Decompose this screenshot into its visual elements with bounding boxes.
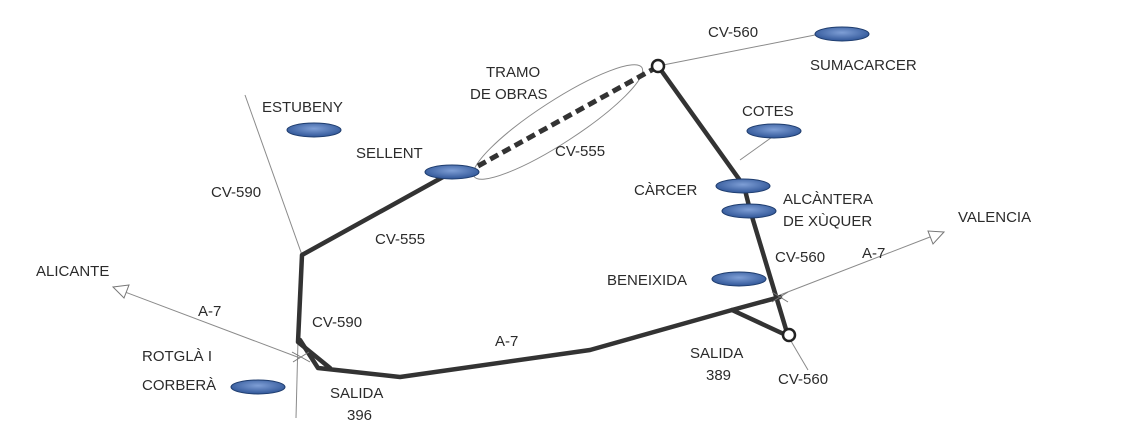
town-marker-beneixida (711, 271, 767, 287)
exit-389-link (729, 307, 791, 339)
label-sumacarcer: SUMACARCER (810, 57, 917, 74)
cotes-access-road (739, 134, 776, 161)
label-estubeny: ESTUBENY (262, 99, 343, 116)
works-label-line2: DE OBRAS (470, 86, 548, 103)
valencia-arrow-icon (927, 230, 946, 245)
label-rotgla-line2: CORBERÀ (142, 377, 216, 394)
label-alcantera-line1: ALCÀNTERA (783, 191, 873, 208)
label-alcantera-line2: DE XÙQUER (783, 213, 872, 230)
label-valencia: VALENCIA (958, 209, 1031, 226)
cv-590-south-road (295, 339, 299, 419)
alicante-arrow-icon (111, 284, 130, 299)
a7-motorway (297, 294, 783, 380)
cv-555-road (295, 169, 455, 371)
town-marker-rotgla (230, 379, 286, 395)
label-rotgla-line1: ROTGLÀ I (142, 348, 212, 365)
label-cotes: COTES (742, 103, 794, 120)
works-label-line1: TRAMO (486, 64, 540, 81)
exit-389-interchange-icon (771, 291, 789, 303)
label-beneixida: BENEIXIDA (607, 272, 687, 289)
a7-to-valencia-road (779, 236, 931, 296)
a7-to-alicante-road (124, 291, 301, 359)
road-label-cv555-lower: CV-555 (375, 231, 425, 248)
town-marker-carcer (715, 178, 771, 194)
exit-396-interchange-icon (291, 351, 311, 363)
cv-560-top-road (657, 33, 821, 67)
town-marker-cotes (746, 123, 802, 139)
town-marker-sumacarcer (814, 26, 870, 42)
junction-node-north (650, 58, 666, 74)
label-alicante: ALICANTE (36, 263, 109, 280)
cv-560-road (655, 63, 791, 339)
exit-396-label: SALIDA (330, 385, 383, 402)
works-section-dashed-road (476, 64, 659, 169)
exit-396-number: 396 (347, 407, 372, 424)
road-label-cv560-right: CV-560 (775, 249, 825, 266)
town-marker-alcantera (721, 203, 777, 219)
label-sellent: SELLENT (356, 145, 423, 162)
road-label-a7-left: A-7 (198, 303, 221, 320)
label-carcer: CÀRCER (634, 182, 698, 199)
junction-node-south (781, 327, 797, 343)
road-label-cv590-left: CV-590 (211, 184, 261, 201)
cv-590-north-road (244, 94, 303, 256)
road-label-cv590-lower: CV-590 (312, 314, 362, 331)
town-marker-sellent (424, 164, 480, 180)
road-label-cv555-upper: CV-555 (555, 143, 605, 160)
road-label-cv560-top: CV-560 (708, 24, 758, 41)
road-label-a7-mid: A-7 (495, 333, 518, 350)
road-label-cv560-bottom: CV-560 (778, 371, 828, 388)
exit-389-label: SALIDA (690, 345, 743, 362)
exit-389-number: 389 (706, 367, 731, 384)
town-marker-estubeny (286, 122, 342, 138)
road-label-a7-right: A-7 (862, 245, 885, 262)
